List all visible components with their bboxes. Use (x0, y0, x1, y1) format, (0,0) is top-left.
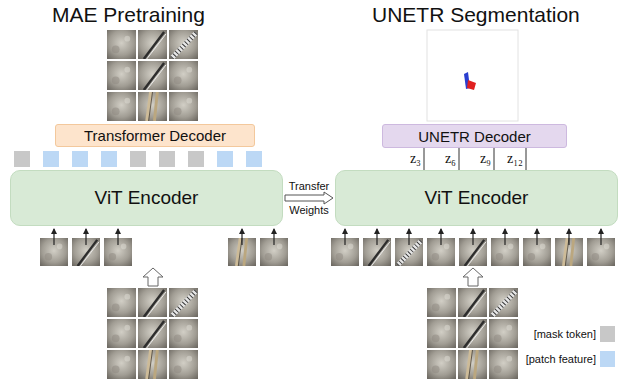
feature-label: z₁₂ (507, 151, 523, 167)
patch-arrow (117, 229, 118, 245)
legend-swatch (600, 326, 615, 342)
input-image (427, 288, 518, 379)
patch-arrow (600, 229, 601, 245)
box-text: UNETR Decoder (418, 128, 531, 145)
patch-arrow (408, 229, 409, 245)
patch-arrow (241, 229, 242, 245)
input-image (107, 288, 198, 379)
section-heading: UNETR Segmentation (372, 3, 580, 27)
all-patches (331, 229, 615, 266)
segmentation-mask (467, 80, 476, 90)
encoder-box: ViT Encoder (335, 170, 618, 226)
decoder-box: Transformer Decoder (55, 124, 255, 147)
section-heading: MAE Pretraining (52, 3, 205, 27)
patch-arrow (568, 229, 569, 245)
patch-arrow (536, 229, 537, 245)
patch-arrow (376, 229, 377, 245)
decoder-box: UNETR Decoder (382, 124, 567, 148)
encoder-box: ViT Encoder (10, 170, 283, 226)
mask-token (188, 151, 204, 167)
mask-token (130, 151, 146, 167)
legend-swatch (600, 351, 615, 367)
mask-token (159, 151, 175, 167)
feature-label: z₆ (445, 151, 456, 167)
mask-token (14, 151, 30, 167)
visible-patches (40, 229, 288, 266)
skip-connection (424, 148, 425, 170)
patch-arrow (53, 229, 54, 245)
patch-arrow (344, 229, 345, 245)
edge-label: Transfer Weights (285, 174, 333, 222)
patch-arrow (504, 229, 505, 245)
patchify-arrow (463, 268, 483, 286)
token-row (14, 151, 262, 167)
patch-arrow (85, 229, 86, 245)
legend-text: [patch feature] (526, 353, 596, 365)
skip-connection (526, 148, 527, 170)
segmentation-output (427, 30, 518, 121)
patch-feature (217, 151, 233, 167)
patch-feature (43, 151, 59, 167)
patch-arrow (273, 229, 274, 245)
skip-connection (459, 148, 460, 170)
skip-connection (494, 148, 495, 170)
box-text: Transformer Decoder (84, 127, 226, 144)
patch-feature (101, 151, 117, 167)
feature-label: z₉ (480, 151, 491, 167)
box-text: ViT Encoder (425, 187, 529, 209)
patch-arrow (472, 229, 473, 245)
reconstructed-image (107, 30, 198, 121)
transfer-arrow (285, 192, 333, 204)
box-text: ViT Encoder (95, 187, 199, 209)
patch-feature (72, 151, 88, 167)
legend-text: [mask token] (534, 328, 596, 340)
feature-label: z₃ (410, 151, 421, 167)
patch-feature (246, 151, 262, 167)
patchify-arrow (143, 268, 163, 286)
patch-arrow (440, 229, 441, 245)
